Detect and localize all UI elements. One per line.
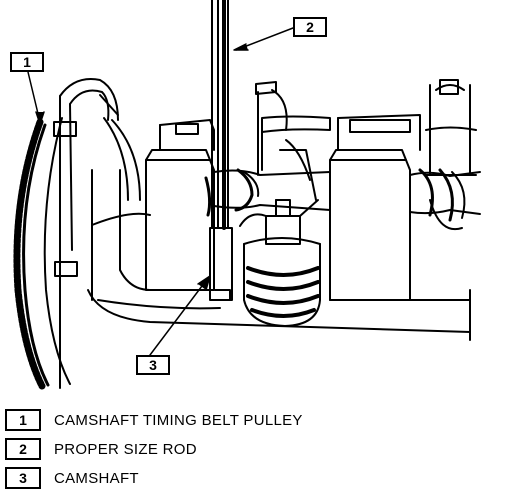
legend-number: 2 <box>5 438 41 460</box>
callout-3: 3 <box>136 355 170 375</box>
legend: 1 CAMSHAFT TIMING BELT PULLEY 2 PROPER S… <box>5 409 505 496</box>
right-bearing-stud <box>425 79 477 176</box>
callout-1: 1 <box>10 52 44 72</box>
callout-2: 2 <box>293 17 327 37</box>
camshaft-assembly-illustration <box>13 0 481 390</box>
timing-belt-pulley <box>13 78 141 390</box>
valve-spring-assembly <box>239 199 321 327</box>
legend-label: PROPER SIZE ROD <box>54 440 197 458</box>
legend-item: 2 PROPER SIZE ROD <box>5 438 505 460</box>
left-bearing-cap <box>119 119 215 291</box>
legend-item: 1 CAMSHAFT TIMING BELT PULLEY <box>5 409 505 431</box>
legend-label: CAMSHAFT TIMING BELT PULLEY <box>54 411 303 429</box>
leader-lines <box>27 27 294 356</box>
legend-item: 3 CAMSHAFT <box>5 467 505 489</box>
proper-size-rod <box>209 0 233 301</box>
center-bearing-cap <box>329 114 421 301</box>
legend-number: 1 <box>5 409 41 431</box>
legend-number: 3 <box>5 467 41 489</box>
legend-label: CAMSHAFT <box>54 469 139 487</box>
camshaft <box>204 81 481 231</box>
